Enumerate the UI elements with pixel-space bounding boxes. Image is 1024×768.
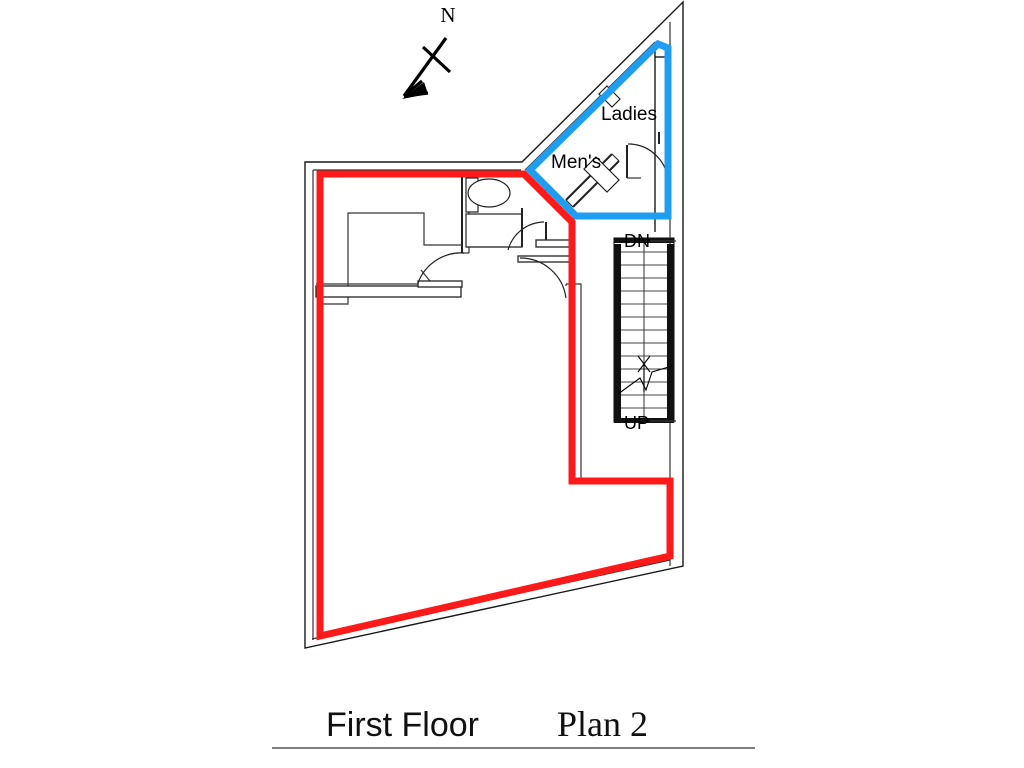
building-outline: [304, 0, 684, 649]
vestibule-doors: [507, 221, 672, 481]
staircase: [613, 237, 676, 423]
blue-area-highlight: [525, 39, 672, 220]
toilet-room-fixtures: [465, 177, 523, 248]
title-primary: First Floor: [326, 706, 479, 744]
north-arrow-icon: [402, 37, 452, 99]
north-label: N: [440, 3, 455, 27]
stair-label-dn: DN: [624, 231, 650, 251]
room-label-ladies: Ladies: [601, 104, 657, 125]
stair-label-up: UP: [624, 413, 649, 433]
title-secondary: Plan 2: [557, 704, 648, 744]
stair-up-arrow-icon: [637, 363, 651, 392]
title-block: First Floor Plan 2: [272, 704, 755, 749]
room-label-mens: Men's: [551, 152, 601, 173]
fixture-mens: [583, 156, 620, 193]
red-area-highlight: [316, 170, 674, 641]
interior-partitions: [315, 171, 470, 305]
